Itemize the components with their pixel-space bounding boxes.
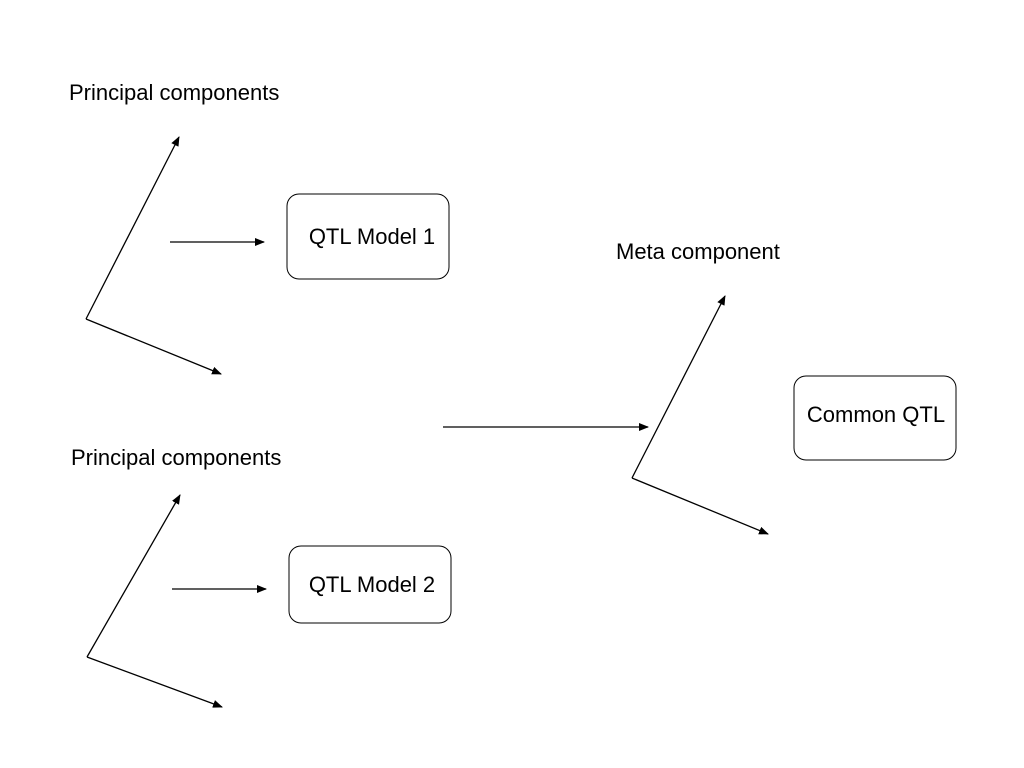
qtl-model1-label: QTL Model 1	[309, 224, 435, 249]
pc-axes-top	[85, 136, 222, 375]
common-qtl-node: Common QTL	[793, 375, 957, 461]
meta-axes	[631, 295, 769, 535]
pc-label-top: Principal components	[69, 80, 279, 105]
qtl-model2-node: QTL Model 2	[288, 545, 452, 624]
pc-axis-bottom-second	[86, 656, 223, 708]
common-qtl-label: Common QTL	[807, 402, 945, 427]
pc-axis-bottom-first	[86, 494, 181, 658]
qtl-model1-box	[286, 193, 450, 280]
pc-axis-top-first	[85, 136, 180, 320]
qtl-model2-label: QTL Model 2	[309, 572, 435, 597]
meta-axis-second	[631, 477, 769, 535]
qtl-model2-box	[288, 545, 452, 624]
pc-label-bottom: Principal components	[71, 445, 281, 470]
pc-axes-bottom	[86, 494, 223, 708]
meta-component-label: Meta component	[616, 239, 780, 264]
pc-axis-top-second	[85, 318, 222, 375]
qtl-model1-node: QTL Model 1	[286, 193, 450, 280]
common-qtl-box	[793, 375, 957, 461]
meta-axis-first	[631, 295, 726, 479]
